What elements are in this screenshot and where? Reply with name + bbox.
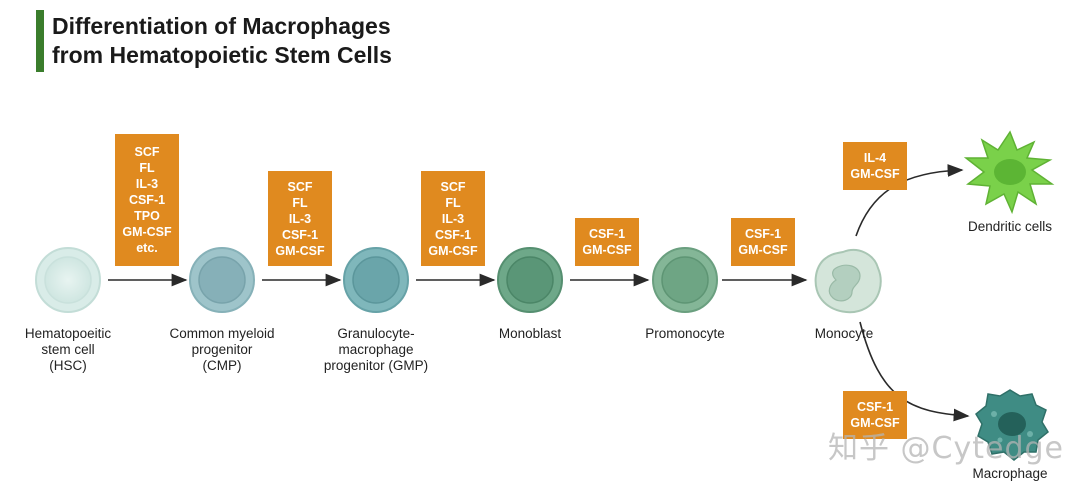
label-line: macrophage: [338, 342, 414, 357]
factor-il3: IL-3: [135, 177, 159, 191]
label-monocyte: Monocyte: [784, 326, 904, 342]
label-monoblast: Monoblast: [470, 326, 590, 342]
factor-csf1: CSF-1: [744, 227, 782, 241]
factor-csf1: CSF-1: [434, 227, 472, 242]
label-line: Granulocyte-: [337, 326, 415, 341]
title-line-1: Differentiation of Macrophages: [52, 13, 391, 39]
factor-box-monoblast-promonocyte: CSF-1 GM-CSF: [575, 218, 639, 266]
factor-scf: SCF: [287, 179, 313, 194]
factor-gmcsf: GM-CSF: [428, 243, 478, 258]
factor-csf1: CSF-1: [588, 227, 626, 241]
gmp-cell-icon: [343, 247, 409, 313]
label-line: Hematopoeitic: [24, 326, 112, 341]
factor-csf1: CSF-1: [856, 400, 894, 414]
watermark: 知乎 @Cytedge: [828, 431, 1064, 466]
factor-csf1: CSF-1: [281, 227, 319, 242]
label-cmp: Common myeloid progenitor (CMP): [152, 326, 292, 374]
title-line-2: from Hematopoietic Stem Cells: [52, 42, 392, 68]
title-accent-bar: [36, 10, 44, 72]
hsc-cell-icon: [35, 247, 101, 313]
factor-box-promonocyte-monocyte: CSF-1 GM-CSF: [731, 218, 795, 266]
factor-scf: SCF: [134, 145, 160, 159]
factor-box-monocyte-dendritic: IL-4 GM-CSF: [843, 142, 907, 190]
factor-gmcsf: GM-CSF: [738, 243, 788, 257]
factor-gmcsf: GM-CSF: [275, 243, 325, 258]
label-line: Common myeloid: [169, 326, 275, 341]
factor-gmcsf: GM-CSF: [850, 416, 900, 430]
label-line: Macrophage: [972, 466, 1048, 481]
factor-csf1: CSF-1: [128, 193, 166, 207]
cmp-cell-icon: [189, 247, 255, 313]
factor-box-monocyte-macrophage: CSF-1 GM-CSF: [843, 391, 907, 439]
factor-box-hsc-cmp: SCF FL IL-3 CSF-1 TPO GM-CSF etc.: [115, 134, 179, 266]
label-macrophage: Macrophage: [950, 466, 1070, 482]
page-title: Differentiation of Macrophages from Hema…: [52, 12, 392, 70]
label-line: (HSC): [49, 358, 87, 373]
label-line: Promonocyte: [645, 326, 725, 341]
label-hsc: Hematopoeitic stem cell (HSC): [8, 326, 128, 374]
factor-il3: IL-3: [441, 211, 465, 226]
label-promonocyte: Promonocyte: [625, 326, 745, 342]
label-line: stem cell: [41, 342, 95, 357]
factor-scf: SCF: [440, 179, 466, 194]
monoblast-cell-icon: [497, 247, 563, 313]
factor-gmcsf: GM-CSF: [122, 225, 172, 239]
factor-fl: FL: [445, 195, 461, 210]
dendritic-cell-icon: [963, 130, 1055, 215]
label-line: progenitor (GMP): [323, 358, 429, 373]
factor-gmcsf: GM-CSF: [850, 167, 900, 181]
label-line: Monocyte: [814, 326, 874, 341]
label-line: progenitor: [191, 342, 253, 357]
factor-fl: FL: [139, 161, 155, 175]
factor-box-cmp-gmp: SCF FL IL-3 CSF-1 GM-CSF: [268, 171, 332, 266]
label-dendritic: Dendritic cells: [950, 219, 1070, 235]
factor-il4: IL-4: [863, 151, 887, 165]
factor-il3: IL-3: [288, 211, 312, 226]
factor-gmcsf: GM-CSF: [582, 243, 632, 257]
monocyte-cell-icon: [814, 249, 882, 314]
factor-tpo: TPO: [134, 209, 160, 223]
label-line: Monoblast: [498, 326, 562, 341]
label-line: (CMP): [202, 358, 242, 373]
factor-fl: FL: [292, 195, 308, 210]
macrophage-cell-icon: [975, 389, 1049, 461]
promonocyte-cell-icon: [652, 247, 718, 313]
label-line: Dendritic cells: [967, 219, 1053, 234]
factor-box-gmp-monoblast: SCF FL IL-3 CSF-1 GM-CSF: [421, 171, 485, 266]
factor-etc: etc.: [136, 241, 158, 255]
label-gmp: Granulocyte- macrophage progenitor (GMP): [306, 326, 446, 374]
